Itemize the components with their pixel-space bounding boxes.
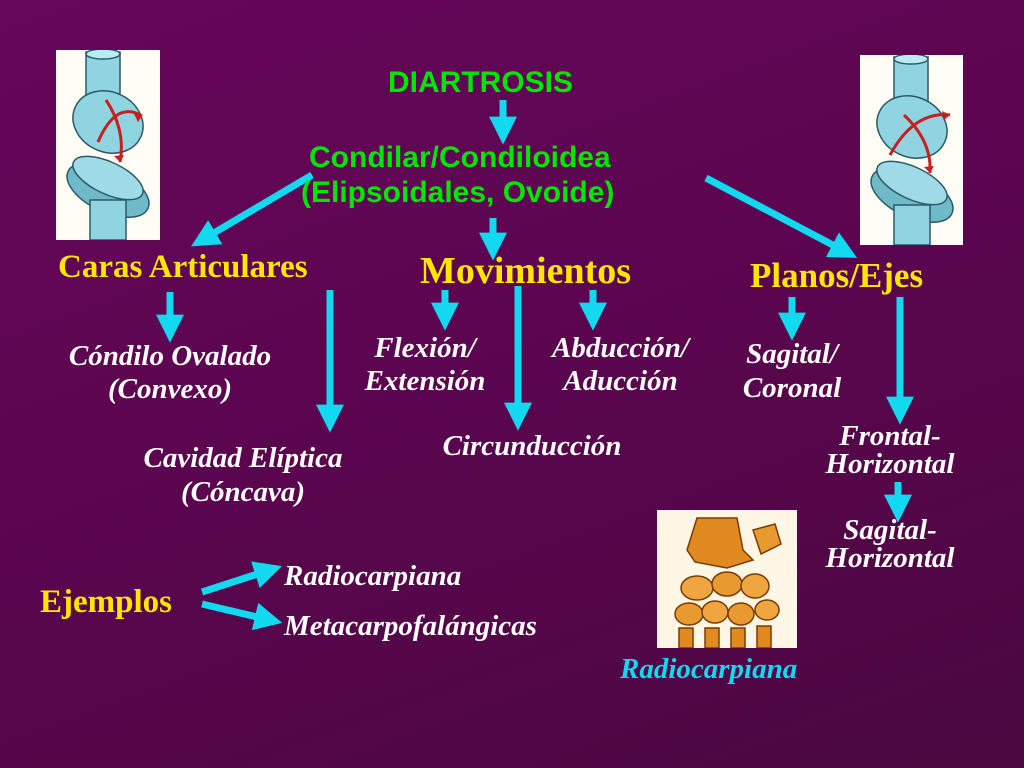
subtitle-line2: (Elipsoidales, Ovoide) [301,176,615,209]
cavidad-eliptica-line2: (Cóncava) [180,476,306,508]
branch-movimientos: Movimientos [420,250,632,292]
example-metacarpofalangicas: Metacarpofalángicas [284,610,537,642]
branch-planos-ejes: Planos/Ejes [750,256,924,295]
sagital-coronal-line2: Coronal [742,372,842,404]
circunduccion: Circunducción [442,430,622,462]
flexion-line2: Extensión [364,365,486,397]
arrow-subtitle-to-planos [704,174,858,258]
condilo-ovalado-line2: (Convexo) [107,373,233,405]
flexion-line1: Flexión/ [374,332,476,364]
branch-caras-articulares: Caras Articulares [58,249,308,285]
condylar-joint-illustration-left [56,48,160,241]
cavidad-eliptica-line1: Cavidad Elíptica [143,442,343,474]
sagital-coronal-line1: Sagital/ [746,338,838,370]
sagital-horizontal-line1: Sagital- [843,514,937,546]
arrow-ejemplos-to-radiocarpiana [200,561,282,596]
image-caption-radiocarpiana: Radiocarpiana [620,653,798,685]
ejemplos-label: Ejemplos [40,584,172,620]
sagital-horizontal-line2: Horizontal [825,542,955,574]
frontal-horizontal-line1: Frontal- [839,420,941,452]
arrow-subtitle-to-caras [191,171,314,247]
subtitle-line1: Condilar/Condiloidea [309,141,611,174]
abduccion-line1: Abducción/ [552,332,689,364]
abduccion-line2: Aducción [563,365,678,397]
example-radiocarpiana: Radiocarpiana [284,560,462,592]
frontal-horizontal-line2: Horizontal [825,448,955,480]
condylar-joint-illustration-right [860,53,963,246]
arrow-ejemplos-to-metacarpofalangicas [201,600,283,631]
wrist-bones-illustration [657,510,797,649]
title: DIARTROSIS [388,66,574,99]
condilo-ovalado-line1: Cóndilo Ovalado [68,340,272,372]
